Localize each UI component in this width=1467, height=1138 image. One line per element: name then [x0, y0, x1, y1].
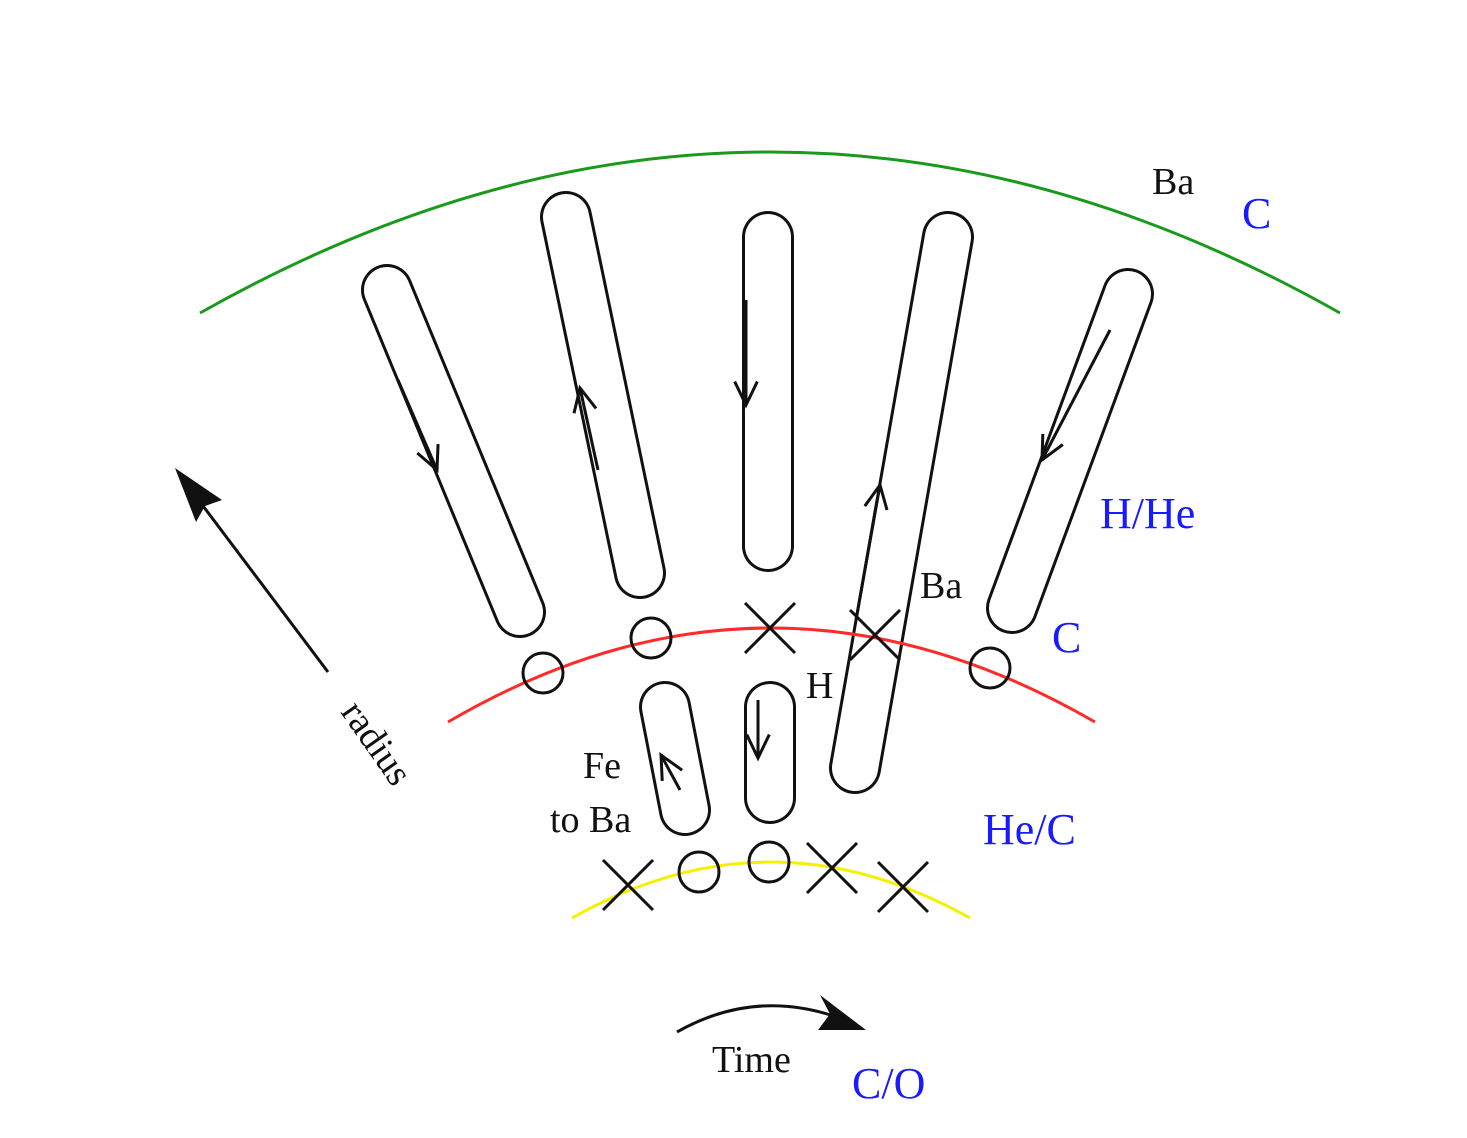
circle-marker-icon	[677, 850, 721, 894]
radius-arrow	[180, 477, 330, 673]
cross-marker-icon	[805, 841, 859, 895]
label-c-o: C/O	[852, 1059, 925, 1108]
flow-arrow-icon	[396, 379, 440, 474]
label-fe: Fe	[583, 745, 621, 787]
flow-arrow-icon	[733, 300, 759, 409]
flow-direction-arrows	[396, 300, 1112, 791]
time-arrow	[676, 1004, 851, 1034]
label-mid-ba: Ba	[920, 565, 962, 607]
label-h: H	[806, 665, 833, 707]
convective-loop	[639, 681, 711, 836]
label-time: Time	[712, 1039, 791, 1081]
convective-loop	[540, 191, 666, 599]
convective-loop	[829, 211, 974, 794]
label-top-ba: Ba	[1152, 161, 1194, 203]
flow-arrow-icon	[854, 481, 889, 621]
label-to-ba: to Ba	[550, 799, 631, 841]
convective-loop	[361, 264, 546, 638]
cross-marker-icon	[876, 860, 930, 914]
radius-arrowhead-icon	[175, 468, 222, 522]
label-radius: radius	[333, 693, 421, 793]
circle-marker-icon	[629, 616, 673, 660]
cross-marker-icon	[601, 858, 655, 912]
time-arrowhead-icon	[818, 995, 866, 1030]
convective-loops	[361, 191, 1154, 836]
label-top-c: C	[1242, 189, 1271, 238]
flow-arrow-icon	[1040, 329, 1112, 464]
cross-marker-icon	[743, 601, 797, 655]
flow-arrow-icon	[659, 751, 683, 791]
inner-shell-arc	[571, 860, 971, 920]
flow-arrow-icon	[745, 700, 771, 762]
label-h-he: H/He	[1100, 489, 1195, 538]
label-mid-c: C	[1052, 613, 1081, 662]
label-he-c: He/C	[983, 805, 1076, 854]
circle-marker-icon	[968, 646, 1012, 690]
flow-arrow-icon	[572, 384, 600, 471]
circle-marker-icon	[747, 840, 791, 884]
shell-markers	[521, 601, 1012, 914]
cross-marker-icon	[848, 608, 902, 662]
convective-loop	[986, 268, 1154, 634]
circle-marker-icon	[521, 651, 565, 695]
outer-shell-arc	[199, 150, 1341, 315]
